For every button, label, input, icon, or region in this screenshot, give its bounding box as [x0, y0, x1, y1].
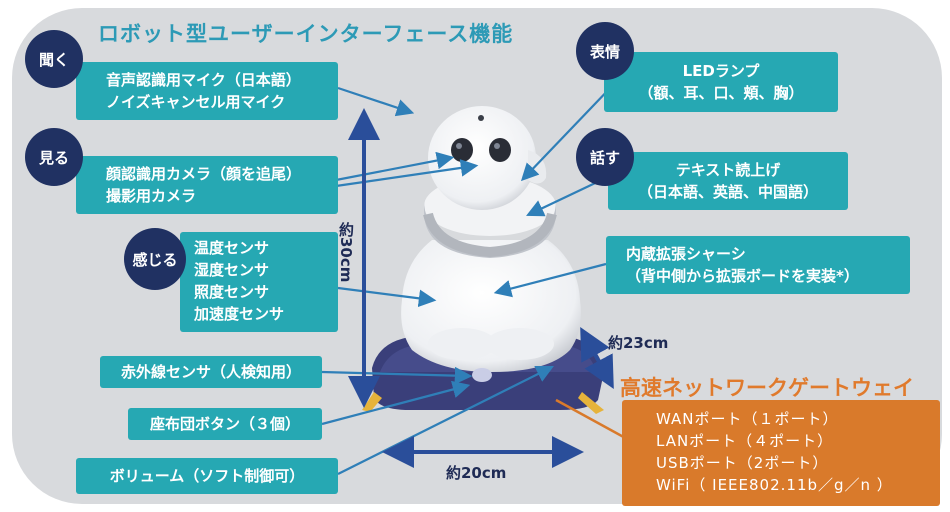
network-gateway-title: 高速ネットワークゲートウェイ [620, 376, 914, 400]
microphone-label-line2: ノイズキャンセル用マイク [106, 93, 286, 111]
sensors-label: 温度センサ 湿度センサ 照度センサ 加速度センサ [180, 232, 338, 332]
cushion-button-label: 座布団ボタン（３個） [128, 408, 322, 440]
camera-label-line1: 顔認識用カメラ（顔を追尾） [106, 165, 302, 183]
width-measurement: 約20cm [446, 464, 507, 482]
diagram-title: ロボット型ユーザーインターフェース機能 [98, 22, 514, 46]
depth-measurement: 約23cm [608, 334, 669, 352]
text-to-speech-label: テキスト読上げ （日本語、英語、中国語） [608, 152, 848, 210]
network-ports-box: WANポート（１ポート） LANポート（４ポート） USBポート（2ポート） W… [622, 400, 940, 506]
sensor-humidity: 湿度センサ [194, 261, 270, 279]
led-lamp-label: LEDランプ （額、耳、口、頬、胸） [604, 52, 838, 112]
infrared-sensor-label: 赤外線センサ（人検知用） [100, 356, 322, 388]
measurement-arrows [348, 108, 614, 468]
tts-line2: （日本語、英語、中国語） [637, 183, 818, 201]
category-listen-badge: 聞く [25, 30, 83, 88]
height-measurement: 約30cm [337, 222, 355, 283]
led-lamp-line1: LEDランプ [682, 62, 760, 80]
volume-label: ボリューム（ソフト制御可） [76, 458, 338, 494]
category-see-badge: 見る [25, 128, 83, 186]
category-speak-badge: 話す [576, 128, 634, 186]
wan-port: WANポート（１ポート） [656, 410, 839, 428]
sensor-acceleration: 加速度センサ [194, 305, 285, 323]
tts-line1: テキスト読上げ [675, 161, 781, 179]
chassis-line2: （背中側から拡張ボードを実装*） [626, 267, 859, 285]
lan-port: LANポート（４ポート） [656, 432, 834, 450]
category-feel-badge: 感じる [124, 228, 186, 290]
microphone-label-line1: 音声認識用マイク（日本語） [106, 71, 301, 89]
category-expression-badge: 表情 [576, 22, 634, 80]
expansion-chassis-label: 内蔵拡張シャーシ （背中側から拡張ボードを実装*） [606, 236, 910, 294]
wifi-spec: WiFi（ IEEE802.11b／g／n ） [656, 476, 893, 494]
camera-label: 顔認識用カメラ（顔を追尾） 撮影用カメラ [76, 156, 338, 214]
usb-port: USBポート（2ポート） [656, 454, 829, 472]
camera-label-line2: 撮影用カメラ [106, 187, 197, 205]
sensor-temperature: 温度センサ [194, 239, 270, 257]
led-lamp-line2: （額、耳、口、頬、胸） [638, 84, 804, 102]
chassis-line1: 内蔵拡張シャーシ [626, 245, 746, 263]
microphone-label: 音声認識用マイク（日本語） ノイズキャンセル用マイク [76, 62, 338, 120]
sensor-illuminance: 照度センサ [194, 283, 270, 301]
